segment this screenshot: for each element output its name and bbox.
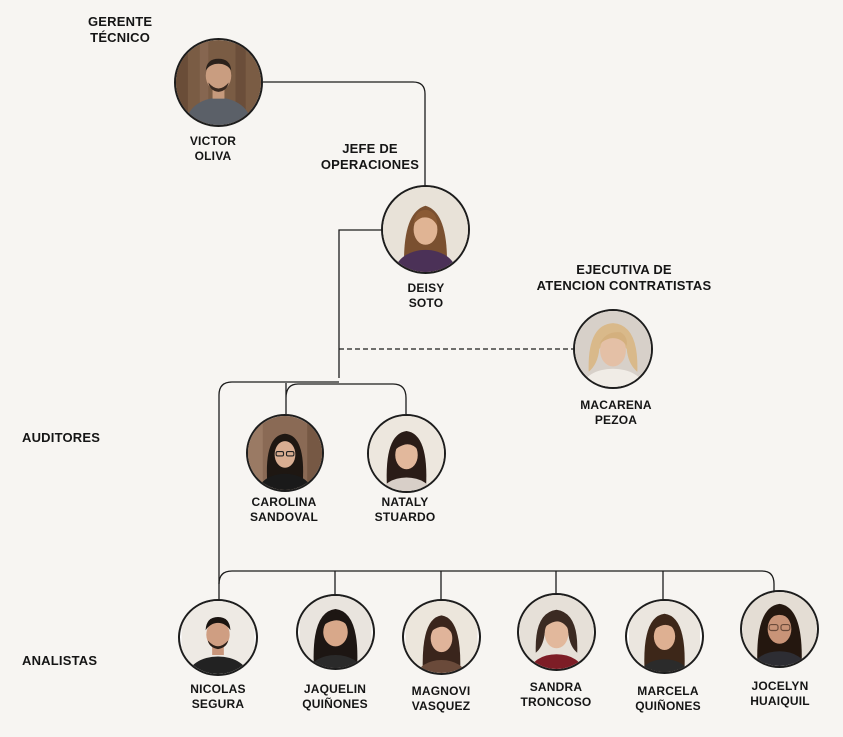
name-line: TRONCOSO xyxy=(520,695,592,709)
person-photo-icon xyxy=(519,595,594,669)
name-line: CAROLINA xyxy=(251,495,317,509)
name-line: MARCELA xyxy=(637,684,699,698)
avatar-deisy-soto xyxy=(381,185,470,274)
name-line: QUIÑONES xyxy=(302,697,368,711)
person-photo-icon xyxy=(299,596,372,668)
avatar-carolina-sandoval xyxy=(246,414,324,492)
connector-jefe-trunk xyxy=(338,229,382,378)
name-line: QUIÑONES xyxy=(635,699,701,713)
role-line: TÉCNICO xyxy=(90,30,151,45)
name-line: JAQUELIN xyxy=(303,682,367,696)
section-label-auditores: AUDITORES xyxy=(22,430,101,445)
role-line: GERENTE xyxy=(88,14,153,29)
person-photo-icon xyxy=(575,311,651,387)
name-line: MAGNOVI xyxy=(411,684,471,698)
avatar-sandra-troncoso xyxy=(517,593,596,671)
role-line: ATENCION CONTRATISTAS xyxy=(536,278,712,293)
person-name-carolina-sandoval: CAROLINA SANDOVAL xyxy=(250,495,318,525)
role-line: JEFE DE xyxy=(342,141,398,156)
connector-gerente-jefe xyxy=(263,81,426,193)
person-photo-icon xyxy=(383,187,468,272)
person-name-jocelyn-huaiquil: JOCELYN HUAIQUIL xyxy=(750,679,810,709)
person-name-macarena-pezoa: MACARENA PEZOA xyxy=(580,398,652,428)
name-line: DEISY xyxy=(407,281,445,295)
avatar-nicolas-segura xyxy=(178,599,258,676)
role-title-gerente: GERENTE TÉCNICO xyxy=(88,14,152,46)
section-label-analistas: ANALISTAS xyxy=(22,653,98,668)
name-line: MACARENA xyxy=(580,398,652,412)
person-photo-icon xyxy=(181,601,255,674)
name-line: NICOLAS xyxy=(190,682,246,696)
name-line: SANDRA xyxy=(529,680,583,694)
person-name-jaquelin-quinones: JAQUELIN QUIÑONES xyxy=(302,682,368,712)
person-photo-icon xyxy=(248,416,322,490)
avatar-jocelyn-huaiquil xyxy=(740,590,819,668)
name-line: SOTO xyxy=(408,296,444,310)
person-name-sandra-troncoso: SANDRA TRONCOSO xyxy=(521,680,592,710)
person-photo-icon xyxy=(176,40,261,125)
connector-auditores-drops xyxy=(285,382,407,414)
role-title-ejecutiva: EJECUTIVA DE ATENCION CONTRATISTAS xyxy=(537,262,712,294)
avatar-macarena-pezoa xyxy=(573,309,653,389)
person-name-nataly-stuardo: NATALY STUARDO xyxy=(375,495,436,525)
avatar-marcela-quinones xyxy=(625,599,704,674)
person-name-magnovi-vasquez: MAGNOVI VASQUEZ xyxy=(412,684,471,714)
name-line: VASQUEZ xyxy=(411,699,471,713)
name-line: STUARDO xyxy=(374,510,436,524)
name-line: SANDOVAL xyxy=(249,510,319,524)
name-line: PEZOA xyxy=(594,413,638,427)
name-line: JOCELYN xyxy=(751,679,809,693)
connector-analistas-drops xyxy=(334,571,664,600)
avatar-victor-oliva xyxy=(174,38,263,127)
connector-auditores-bar xyxy=(218,381,339,600)
person-photo-icon xyxy=(405,601,478,673)
name-line: NATALY xyxy=(381,495,429,509)
person-name-nicolas-segura: NICOLAS SEGURA xyxy=(190,682,245,712)
person-name-deisy-soto: DEISY SOTO xyxy=(407,281,444,311)
avatar-magnovi-vasquez xyxy=(402,599,481,675)
name-line: OLIVA xyxy=(194,149,232,163)
person-photo-icon xyxy=(629,601,700,672)
person-name-victor-oliva: VICTOR OLIVA xyxy=(190,134,236,164)
avatar-nataly-stuardo xyxy=(367,414,446,493)
connector-analistas-bar xyxy=(218,570,775,592)
person-name-marcela-quinones: MARCELA QUIÑONES xyxy=(635,684,701,714)
person-photo-icon xyxy=(369,416,444,491)
name-line: HUAIQUIL xyxy=(750,694,810,708)
role-title-jefe: JEFE DE OPERACIONES xyxy=(321,141,419,173)
role-line: OPERACIONES xyxy=(320,157,420,172)
avatar-jaquelin-quinones xyxy=(296,594,375,670)
role-line: EJECUTIVA DE xyxy=(576,262,672,277)
name-line: SEGURA xyxy=(191,697,245,711)
person-photo-icon xyxy=(742,592,817,666)
name-line: VICTOR xyxy=(189,134,237,148)
